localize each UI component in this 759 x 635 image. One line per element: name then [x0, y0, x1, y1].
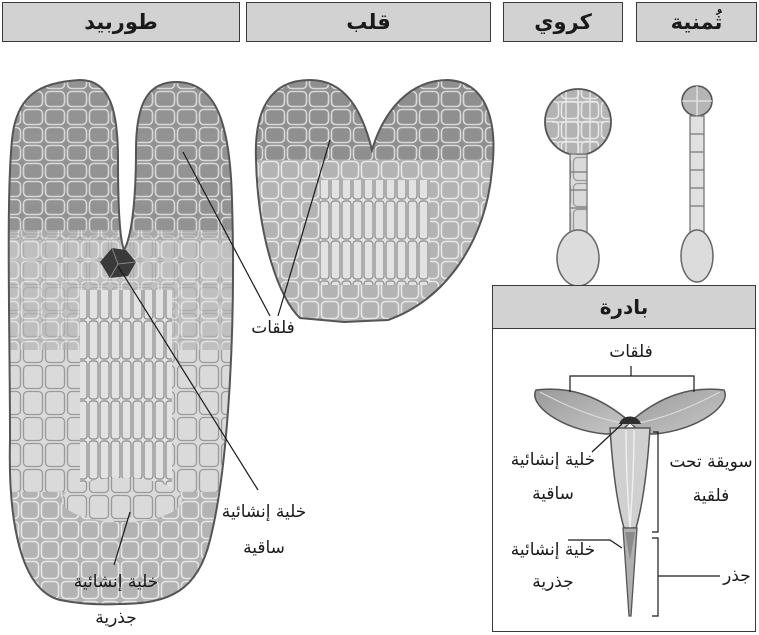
label-cotyledons: فلقات [238, 314, 308, 342]
octant-embryo [681, 86, 713, 282]
label-shoot-apical-line2: ساقية [204, 534, 324, 562]
label-root-apical-line1: خلية إنشائية [56, 568, 176, 596]
seedling-label-root: جذر [716, 562, 758, 590]
seedling-hypocotyl-line2: فلقية [664, 482, 758, 510]
seedling-title: بادرة [600, 295, 649, 319]
seedling-label-cotyledons: فلقات [596, 338, 666, 366]
globular-embryo [545, 89, 611, 286]
seedling-label-shoot-apical: خلية إنشائية ساقية [498, 446, 608, 508]
label-shoot-apical-cell: خلية إنشائية ساقية [204, 498, 324, 562]
seedling-label-root-apical: خلية إنشائية جذرية [498, 536, 608, 596]
label-shoot-apical-line1: خلية إنشائية [204, 498, 324, 526]
label-root-apical-line2: جذرية [56, 604, 176, 632]
seedling-root-apical-line1: خلية إنشائية [498, 536, 608, 564]
seedling-header: بادرة [493, 286, 755, 329]
seedling-root-apical-line2: جذرية [498, 568, 608, 596]
seedling-hypocotyl-line1: سويقة تحت [664, 448, 758, 476]
seedling-shoot-apical-line1: خلية إنشائية [498, 446, 608, 474]
label-root-apical-cell: خلية إنشائية جذرية [56, 568, 176, 632]
seedling-shoot-apical-line2: ساقية [498, 480, 608, 508]
heart-embryo [250, 70, 500, 330]
seedling-label-hypocotyl: سويقة تحت فلقية [664, 448, 758, 510]
